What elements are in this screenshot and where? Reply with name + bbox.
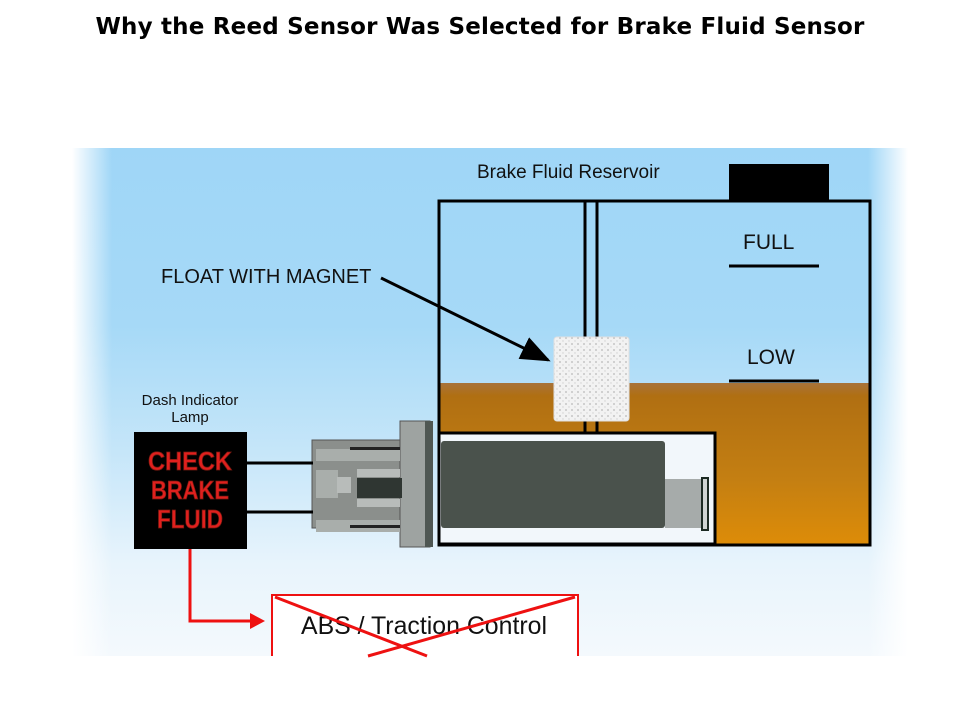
page-title: Why the Reed Sensor Was Selected for Bra…	[95, 14, 865, 40]
reed-sensor-body	[441, 441, 665, 528]
sensor-connector	[311, 420, 433, 548]
lamp-caption-line2: Lamp	[171, 409, 209, 426]
red-connector-arrow	[188, 549, 252, 623]
low-level-label: LOW	[747, 346, 795, 369]
lamp-text-brake: BRAKE	[151, 475, 229, 505]
red-arrowhead	[250, 613, 265, 629]
lamp-text-fluid: FLUID	[157, 504, 223, 534]
lamp-text-check: CHECK	[148, 446, 232, 476]
float-pointer-arrow	[380, 276, 551, 362]
cross-line-2	[367, 595, 576, 658]
abs-traction-control-box: ABS / Traction Control	[271, 594, 579, 658]
float-with-magnet	[553, 336, 630, 422]
lamp-caption-line1: Dash Indicator	[142, 392, 239, 409]
float-label: FLOAT WITH MAGNET	[161, 266, 371, 288]
reservoir-label: Brake Fluid Reservoir	[477, 162, 660, 183]
sensor-end	[665, 479, 705, 528]
reservoir-cap	[729, 164, 829, 202]
sensor-end-cap	[701, 477, 709, 531]
full-level-label: FULL	[743, 231, 794, 254]
dash-indicator-lamp	[134, 432, 247, 549]
